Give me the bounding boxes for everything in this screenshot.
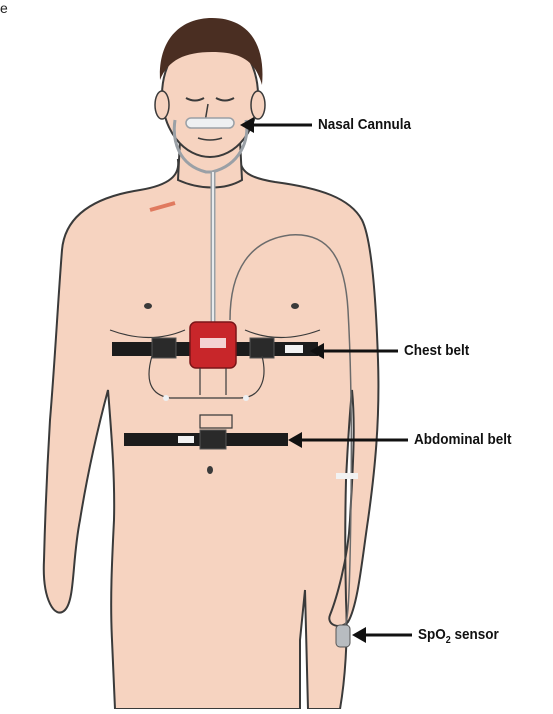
abdominal-belt-clip: [200, 430, 226, 449]
electrode-right: [243, 395, 249, 401]
chest-belt-clip-right: [250, 338, 274, 358]
spo2-finger-sensor: [336, 625, 350, 647]
electrode-left: [163, 395, 169, 401]
corner-letter: e: [0, 0, 8, 16]
recorder-display: [200, 338, 226, 348]
chest-belt-clip-left: [152, 338, 176, 358]
chest-belt-tab: [285, 345, 303, 353]
abdominal-belt-tab: [178, 436, 194, 443]
cannula-prong: [186, 118, 234, 128]
nasal-cannula-label: Nasal Cannula: [318, 116, 411, 133]
arrow-left-icon: [352, 627, 412, 643]
right-nipple: [291, 303, 299, 309]
arm-band: [336, 473, 358, 479]
spo2-prefix: SpO: [418, 626, 446, 643]
left-nipple: [144, 303, 152, 309]
left-ear: [155, 91, 169, 119]
right-ear: [251, 91, 265, 119]
chest-belt-label: Chest belt: [404, 342, 469, 359]
abdominal-belt-label: Abdominal belt: [414, 431, 512, 448]
arrow-left-icon: [240, 117, 312, 133]
spo2-suffix: sensor: [451, 626, 499, 643]
navel: [207, 466, 213, 474]
spo2-sensor-label: SpO2 sensor: [418, 626, 499, 646]
